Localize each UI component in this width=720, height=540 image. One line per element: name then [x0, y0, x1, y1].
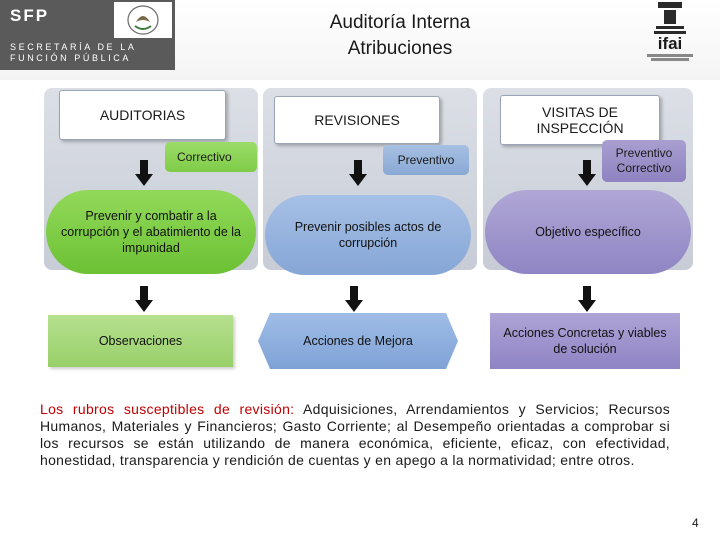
auditorias-result: Observaciones	[48, 315, 233, 367]
visitas-down-arrow-1-icon	[578, 160, 596, 186]
secretaria-label: SECRETARÍA DE LA FUNCIÓN PÚBLICA	[10, 42, 136, 64]
ifai-logo: ifai	[640, 0, 700, 75]
visitas-purpose: Objetivo específico	[485, 190, 691, 274]
visitas-heading: VISITAS DE INSPECCIÓN	[500, 95, 660, 145]
visitas-tag: Preventivo Correctivo	[602, 140, 686, 182]
revisiones-purpose: Prevenir posibles actos de corrupción	[265, 195, 471, 275]
auditorias-heading: AUDITORIAS	[59, 90, 226, 140]
review-scope-paragraph: Los rubros susceptibles de revisión: Adq…	[40, 401, 670, 469]
secretaria-line1: SECRETARÍA DE LA	[10, 42, 137, 52]
ifai-emblem-icon	[654, 2, 686, 34]
auditorias-down-arrow-2-icon	[135, 286, 153, 312]
revisiones-heading: REVISIONES	[274, 96, 440, 144]
page-title-line2: Atribuciones	[347, 38, 453, 59]
auditorias-tag: Correctivo	[165, 142, 257, 172]
secretaria-line2: FUNCIÓN PÚBLICA	[10, 53, 132, 63]
page-title-line1: Auditoría Interna	[329, 12, 471, 33]
visitas-down-arrow-2-icon	[578, 286, 596, 312]
ifai-logo-text: ifai	[657, 34, 683, 53]
revisiones-tag: Preventivo	[383, 145, 469, 175]
revisiones-result: Acciones de Mejora	[258, 313, 458, 369]
ifai-logo-fineprint	[641, 52, 699, 62]
page-title: Auditoría Interna Atribuciones	[250, 10, 550, 62]
revisiones-down-arrow-2-icon	[345, 286, 363, 312]
page-number: 4	[692, 516, 699, 530]
auditorias-purpose: Prevenir y combatir a la corrupción y el…	[46, 190, 256, 274]
auditorias-down-arrow-1-icon	[135, 160, 153, 186]
review-scope-lead: Los rubros susceptibles de revisión:	[40, 401, 295, 417]
review-scope-body: Adquisiciones, Arrendamientos y Servicio…	[40, 401, 670, 468]
mexico-crest-icon	[114, 2, 172, 38]
sfp-logo-text: SFP	[10, 6, 50, 25]
visitas-result: Acciones Concretas y viables de solución	[490, 313, 680, 369]
revisiones-down-arrow-1-icon	[349, 160, 367, 186]
